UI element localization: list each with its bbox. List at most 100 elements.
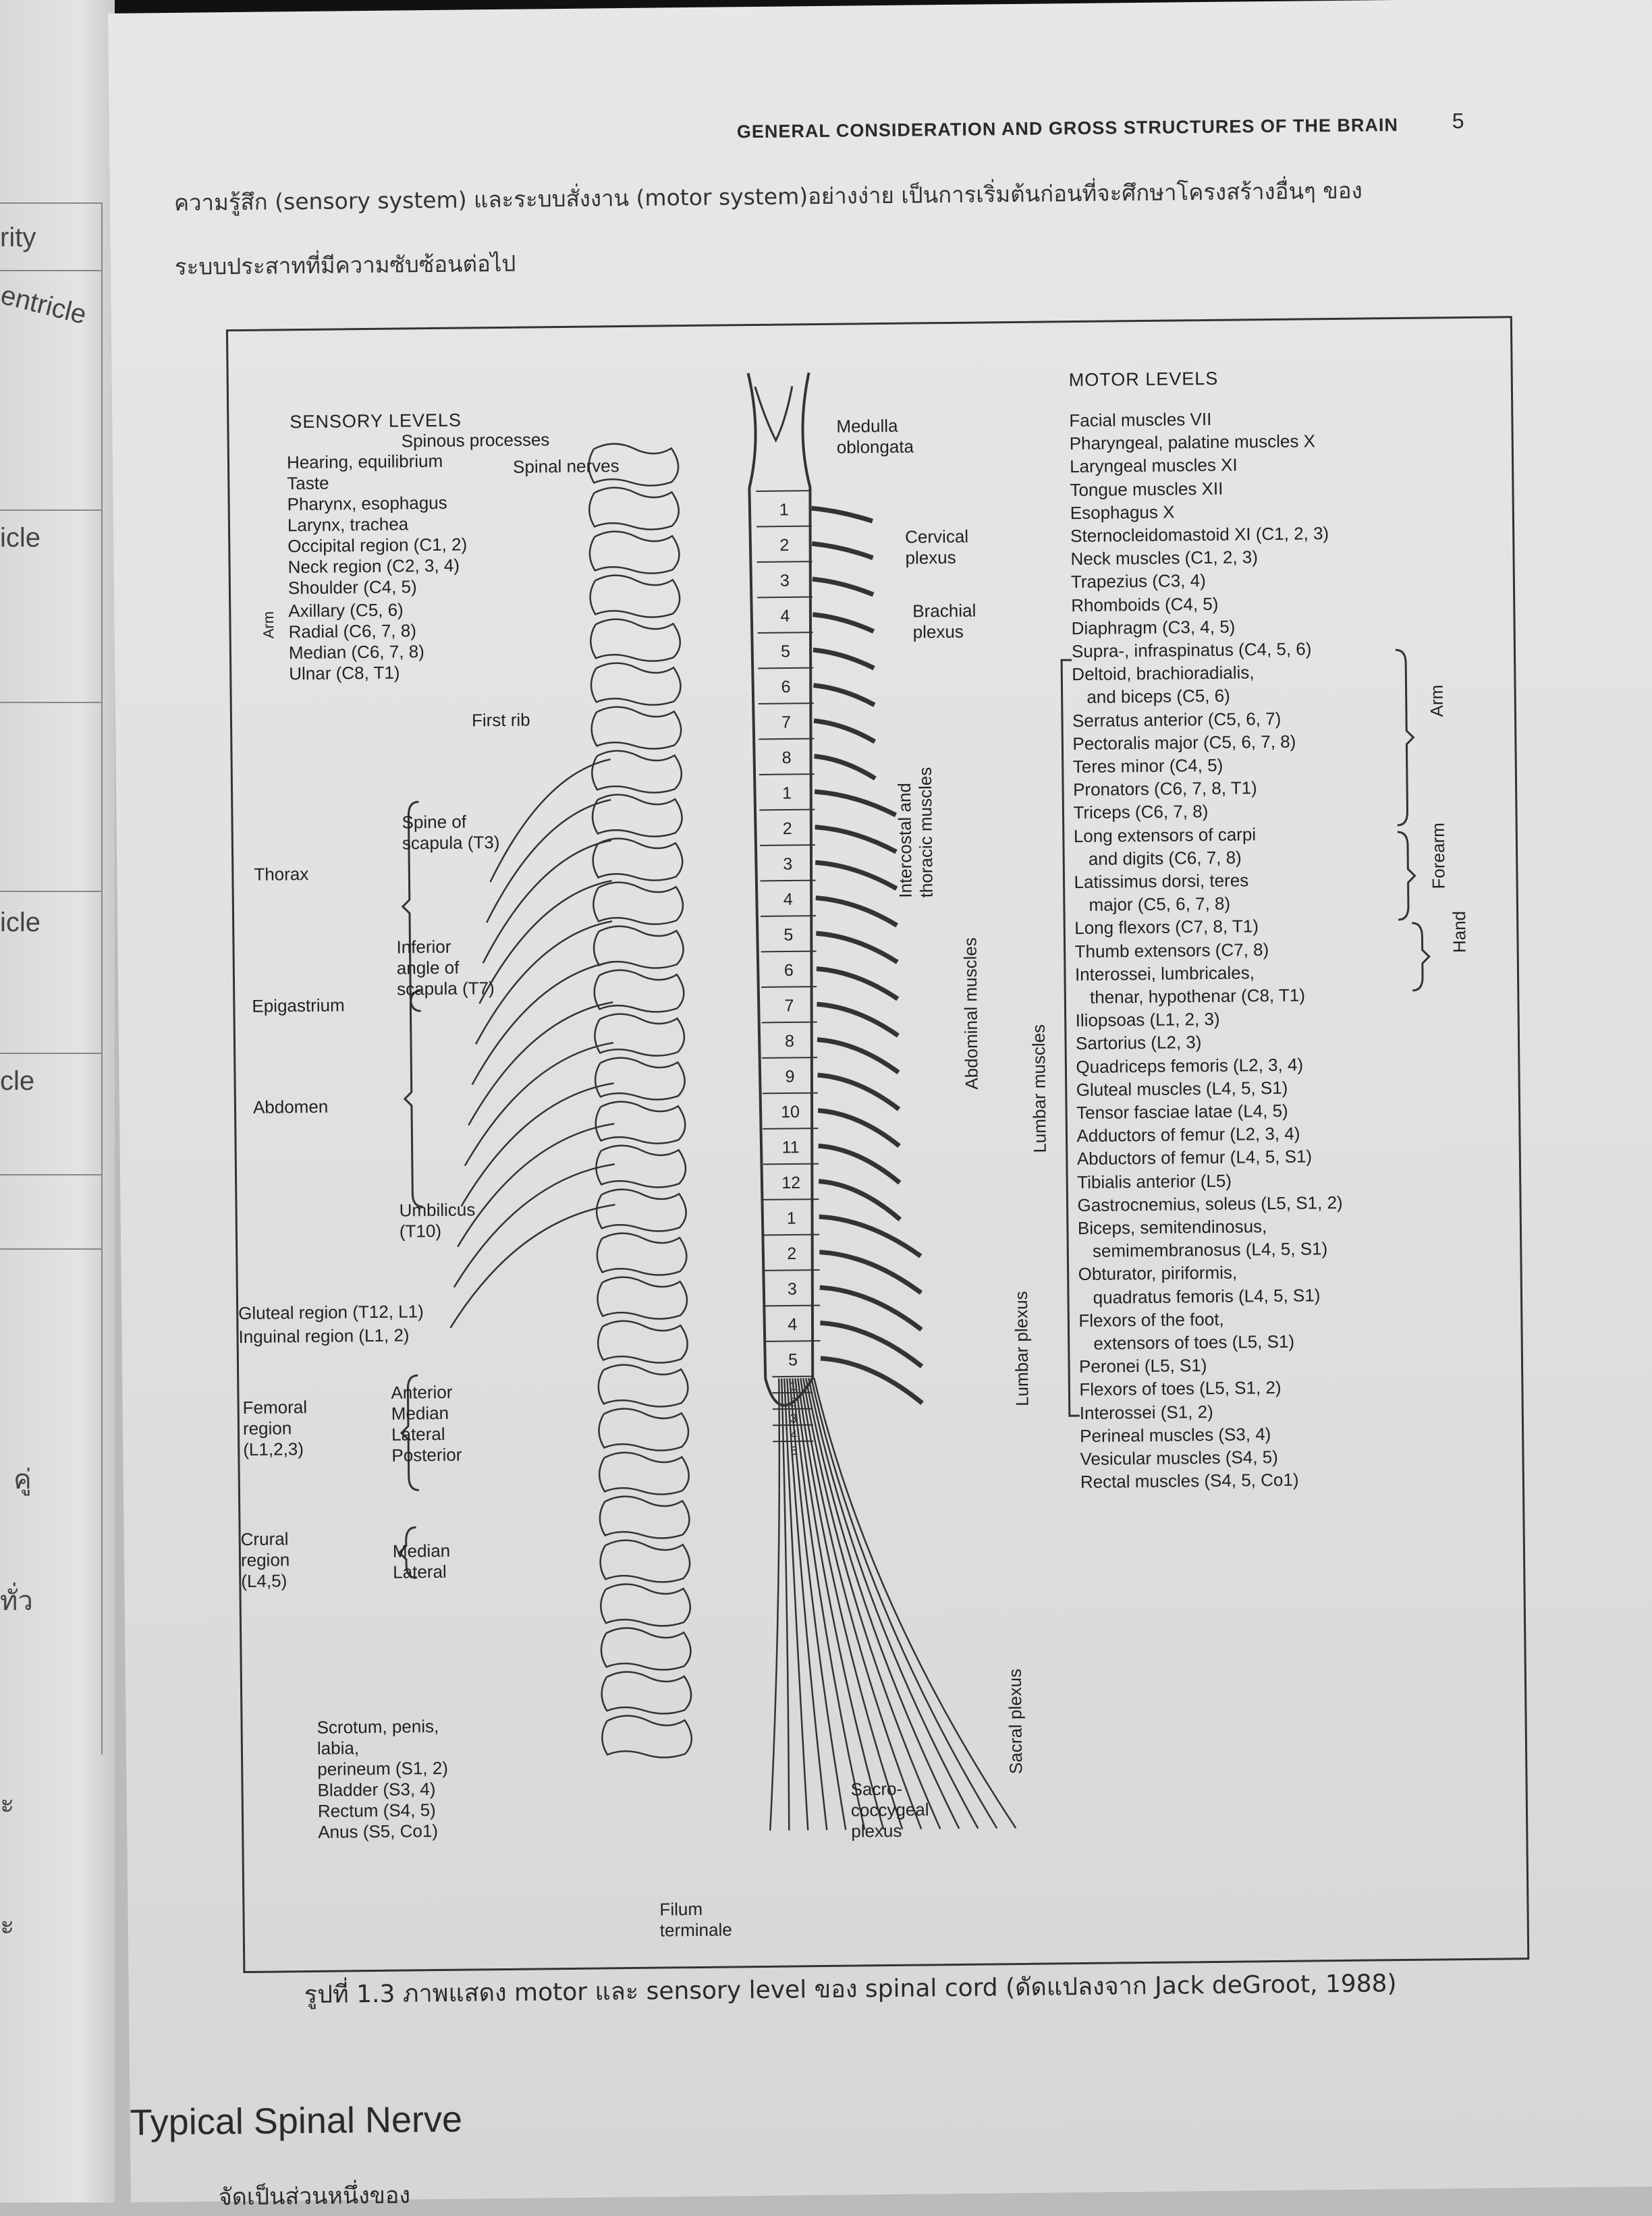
segment-divider (758, 702, 814, 704)
motor-bracket (1395, 648, 1415, 827)
segment-number: 6 (784, 961, 794, 980)
crural-label: Crural region (L4,5) (240, 1528, 290, 1592)
vertebra-outline (594, 1013, 686, 1057)
motor-level-item: Iliopsoas (L1, 2, 3) (1075, 1009, 1220, 1031)
epigastrium-label: Epigastrium (252, 995, 345, 1016)
abdomen-label: Abdomen (252, 1096, 329, 1117)
segment-number: 7 (784, 996, 794, 1015)
nerve-root (812, 576, 875, 597)
motor-level-item: Rhomboids (C4, 5) (1071, 593, 1219, 615)
segment-number: 4 (783, 890, 793, 909)
segment-number: 1 (779, 500, 789, 519)
motor-level-item: Latissimus dorsi, teres (1074, 870, 1249, 893)
nerve-root (817, 1001, 900, 1038)
sensory-brace (401, 800, 421, 1012)
motor-level-item: Sternocleidomastoid XI (C1, 2, 3) (1070, 523, 1329, 547)
nerve-root (820, 1321, 924, 1368)
segment-divider (764, 1269, 820, 1271)
segment-divider (758, 667, 814, 669)
motor-level-item: Gastrocnemius, soleus (L5, S1, 2) (1077, 1192, 1343, 1215)
sensory-brace (400, 1374, 420, 1491)
motor-level-item: Neck muscles (C1, 2, 3) (1070, 547, 1259, 570)
nerve-root (818, 1143, 902, 1185)
segment-number: 5 (781, 642, 790, 661)
vertebra-outline (594, 1057, 686, 1101)
left-rule (0, 1174, 101, 1175)
sensory-brace (397, 1526, 417, 1579)
segment-divider (756, 561, 813, 563)
rib-line (486, 799, 611, 923)
medulla-label: Medulla oblongata (836, 415, 914, 458)
thorax-label: Thorax (254, 863, 309, 885)
arm-sensory-item: Median (C6, 7, 8) (288, 641, 424, 663)
cauda-equina-fiber (799, 1378, 923, 1829)
inferior-angle-label: Inferior angle of scapula (T7) (396, 936, 495, 999)
segment-number: 2 (787, 1244, 796, 1263)
cauda-equina-fiber (813, 1377, 1017, 1829)
vertebra-outline (593, 881, 684, 925)
segment-divider (759, 773, 815, 775)
nerve-root (817, 1072, 901, 1111)
left-fragment: ะ (0, 1910, 15, 1940)
cord-outline (746, 372, 815, 1407)
rib-line (453, 1163, 615, 1288)
sensory-level-item: Neck region (C2, 3, 4) (287, 555, 460, 578)
vertebra-outline (598, 1451, 690, 1495)
segment-number: 7 (781, 713, 791, 731)
motor-level-item: Pectoralis major (C5, 6, 7, 8) (1072, 731, 1296, 754)
femoral-label: Femoral region (L1,2,3) (242, 1397, 308, 1460)
left-rule (0, 509, 101, 511)
vertebra-outline (600, 1583, 692, 1627)
brachial-plexus-label: Brachial plexus (912, 600, 976, 642)
segment-divider (762, 1092, 818, 1095)
motor-level-item: Vesicular muscles (S4, 5) (1080, 1446, 1278, 1470)
motor-level-item: Interossei, lumbricales, (1074, 962, 1255, 985)
sacral-segment-number: 5 (790, 1444, 797, 1458)
left-rule (0, 1248, 101, 1250)
vertebra-outline (588, 530, 680, 574)
vertebra-outline (601, 1671, 692, 1715)
left-fragment: คู่ (13, 1465, 32, 1495)
vertebra-outline (590, 662, 682, 706)
segment-divider (757, 632, 813, 634)
nerve-root (816, 966, 900, 1001)
nerve-root (811, 505, 874, 524)
left-page-margin-line (101, 202, 103, 1754)
motor-bracket (1397, 831, 1416, 921)
medulla-shape (754, 386, 794, 443)
motor-level-item: Obturator, piriformis, (1078, 1262, 1238, 1285)
vertebra-outline (597, 1320, 688, 1364)
motor-level-item: Tibialis anterior (L5) (1077, 1170, 1232, 1192)
intercostal-label: Intercostal and thoracic muscles (894, 767, 937, 898)
motor-level-item: quadratus femoris (L4, 5, S1) (1078, 1284, 1321, 1308)
motor-level-item: Adductors of femur (L2, 3, 4) (1076, 1123, 1300, 1146)
segment-divider (763, 1128, 819, 1130)
vertebra-outline (598, 1408, 690, 1451)
segment-divider (761, 1021, 817, 1024)
cauda-equina-fiber (783, 1378, 809, 1831)
motor-level-item: Abductors of femur (L4, 5, S1) (1076, 1146, 1313, 1169)
segment-divider (763, 1163, 819, 1165)
motor-level-item: Flexors of toes (L5, S1, 2) (1079, 1377, 1282, 1400)
segment-number: 5 (783, 925, 793, 944)
motor-level-item: Flexors of the foot, (1078, 1308, 1224, 1331)
segment-number: 10 (781, 1103, 800, 1121)
long-motor-bracket (1060, 659, 1080, 1417)
segment-number: 3 (788, 1279, 797, 1298)
arm-sensory-item: Axillary (C5, 6) (288, 599, 404, 621)
segment-divider (757, 596, 813, 599)
vertebra-outline (591, 750, 683, 794)
segment-number: 8 (782, 748, 792, 767)
motor-level-item: Rectal muscles (S4, 5, Co1) (1080, 1469, 1299, 1493)
nerve-root (819, 1250, 923, 1295)
gluteal-label: Gluteal region (T12, L1) (238, 1301, 424, 1324)
abdominal-muscles-label: Abdominal muscles (960, 937, 982, 1090)
segment-number: 11 (782, 1138, 800, 1157)
cauda-equina-fiber (796, 1378, 904, 1830)
sensory-level-item: Hearing, equilibrium (286, 450, 443, 473)
segment-divider (759, 844, 815, 846)
motor-level-item: Tongue muscles XII (1070, 478, 1223, 500)
left-rule (0, 891, 101, 892)
nerve-root (813, 647, 875, 671)
vertebra-outline (588, 487, 680, 530)
